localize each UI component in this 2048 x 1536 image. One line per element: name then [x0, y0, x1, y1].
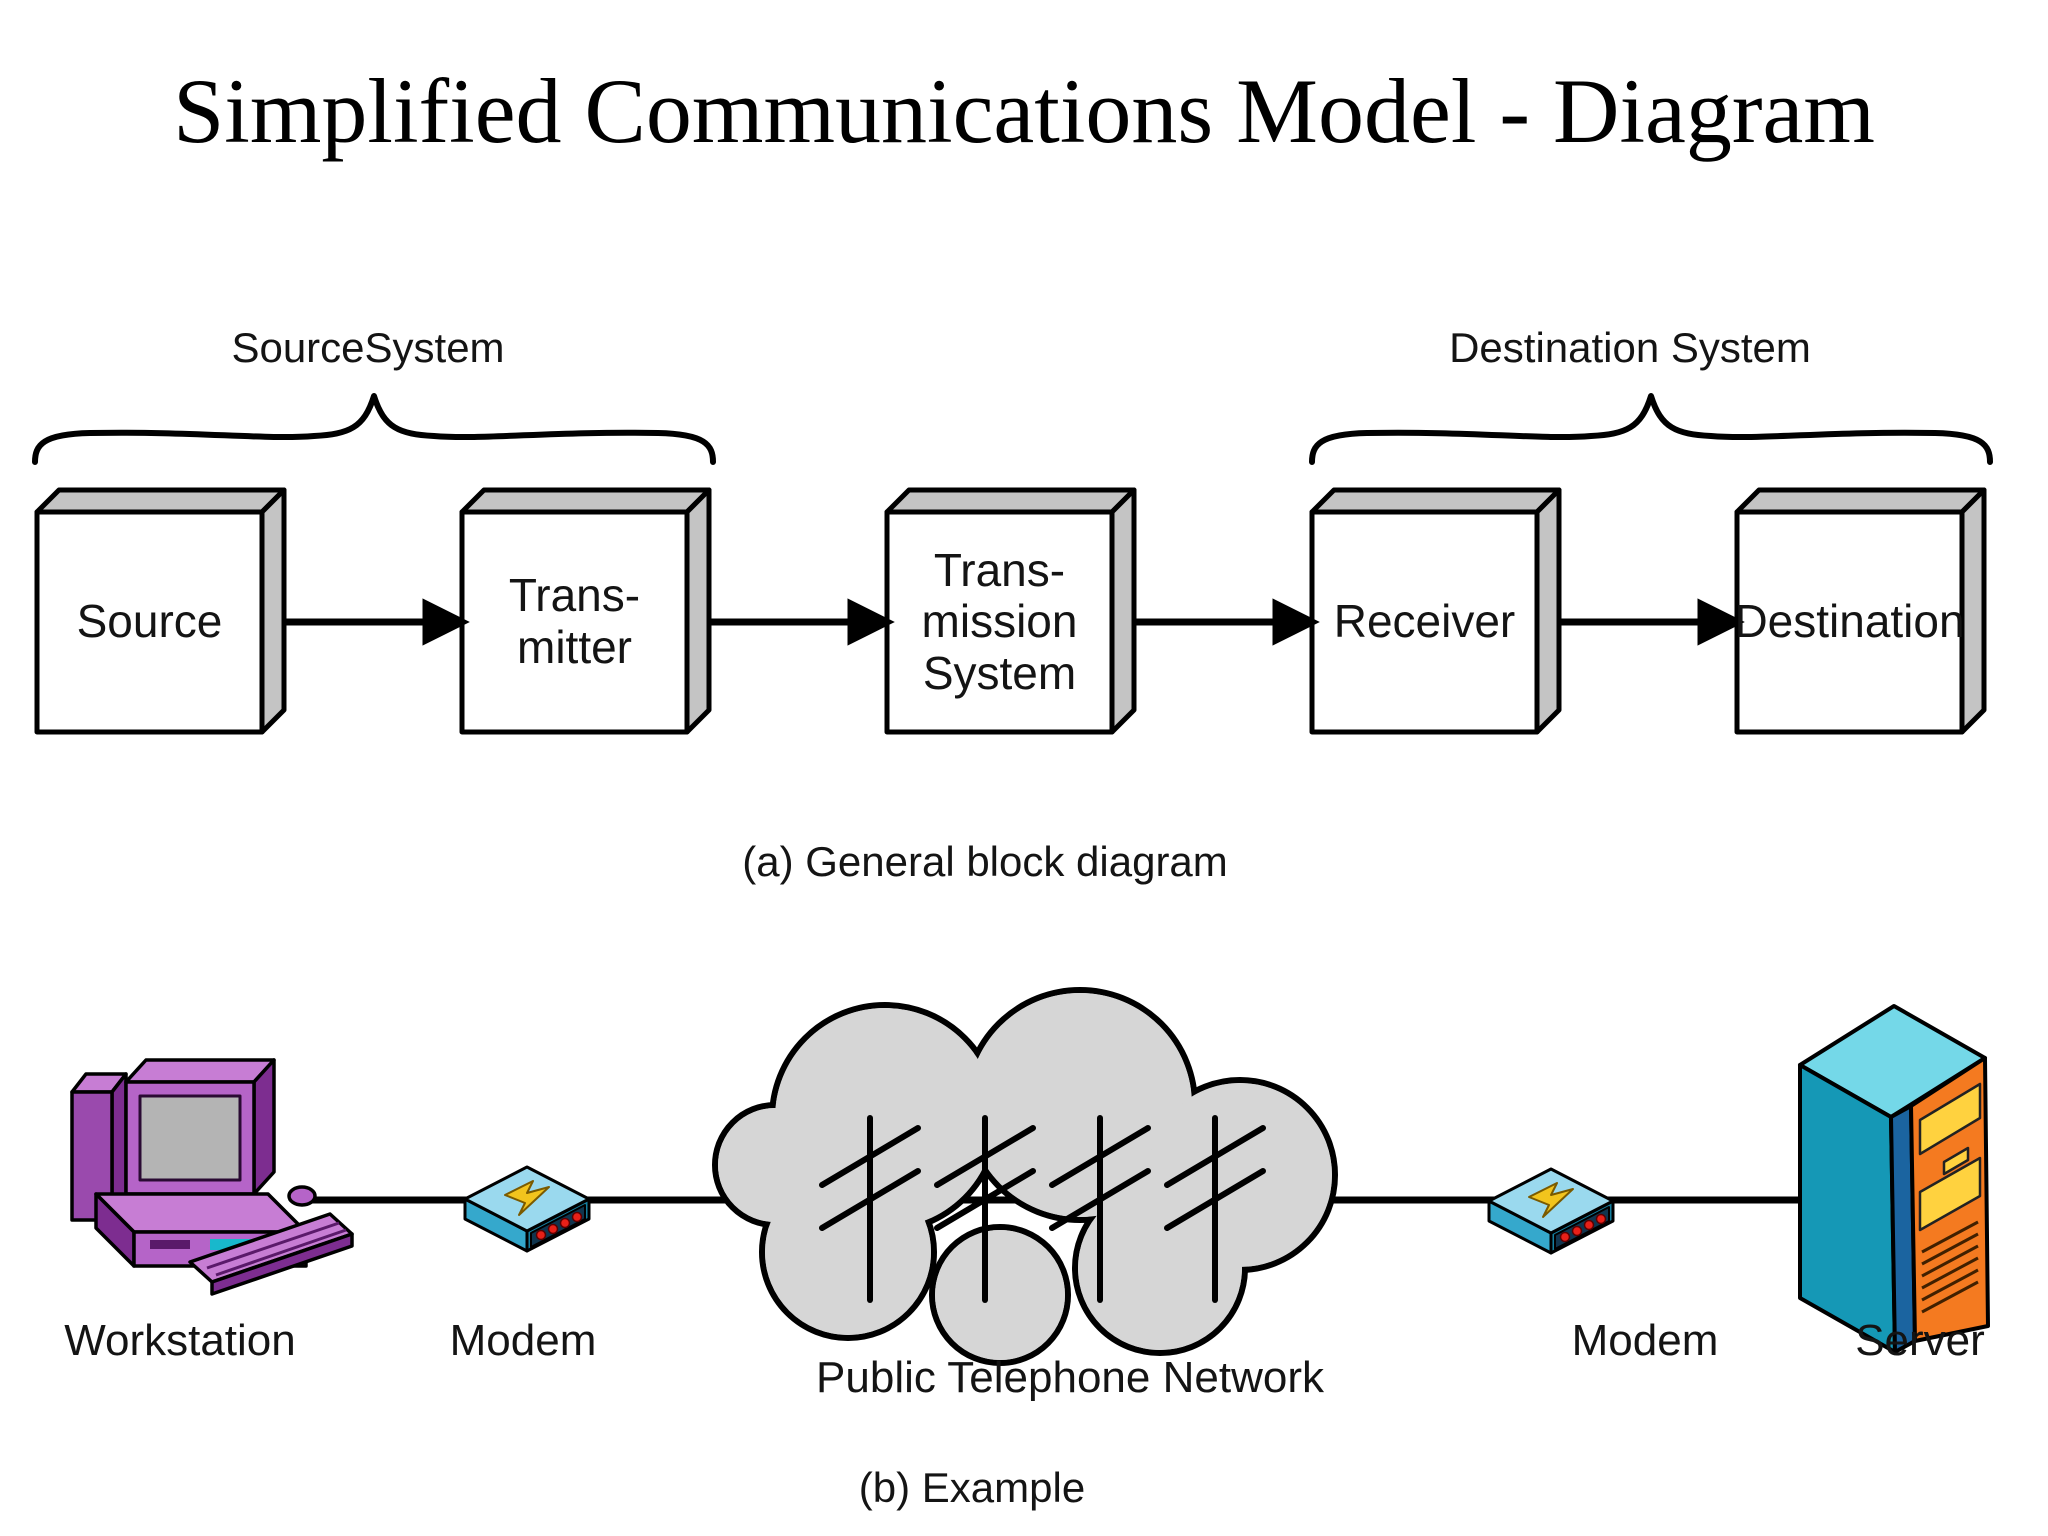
caption-example: (b) Example [858, 1464, 1086, 1511]
arrow-transmission-to-receiver [1134, 598, 1320, 646]
public-telephone-network-label: Public Telephone Network [816, 1353, 1324, 1402]
destination-system-label: Destination System [1449, 324, 1811, 371]
page-title: Simplified Communications Model - Diagra… [173, 60, 1875, 162]
brace-source-system [32, 393, 716, 465]
modem-right-label: Modem [1571, 1316, 1719, 1365]
box-label-transmitter: Trans- mitter [508, 569, 641, 673]
box-label-source: Source [76, 595, 223, 648]
box-transmission-system [884, 487, 1137, 735]
modem-icon-left [463, 1165, 591, 1253]
box-source [34, 487, 287, 735]
server-icon [1798, 1004, 1990, 1354]
box-label-transmission-system: Trans- mission System [921, 543, 1078, 699]
telephone-pole-icons [819, 1115, 1266, 1303]
source-system-label: SourceSystem [231, 324, 505, 371]
box-label-receiver: Receiver [1333, 595, 1516, 648]
server-label: Server [1855, 1316, 1985, 1365]
box-transmitter [459, 487, 712, 735]
workstation-label: Workstation [64, 1316, 296, 1365]
cloud-shape [712, 987, 1338, 1366]
caption-general-block-diagram: (a) General block diagram [742, 838, 1228, 885]
arrow-transmitter-to-transmission [709, 598, 895, 646]
brace-destination-system [1309, 393, 1993, 465]
box-label-destination: Destination [1734, 595, 1965, 648]
box-receiver [1309, 487, 1562, 735]
box-destination [1734, 487, 1987, 735]
arrow-source-to-transmitter [284, 598, 470, 646]
arrow-receiver-to-destination [1559, 598, 1745, 646]
workstation-icon [70, 1058, 354, 1296]
modem-icon-right [1487, 1167, 1615, 1255]
modem-left-label: Modem [449, 1316, 597, 1365]
